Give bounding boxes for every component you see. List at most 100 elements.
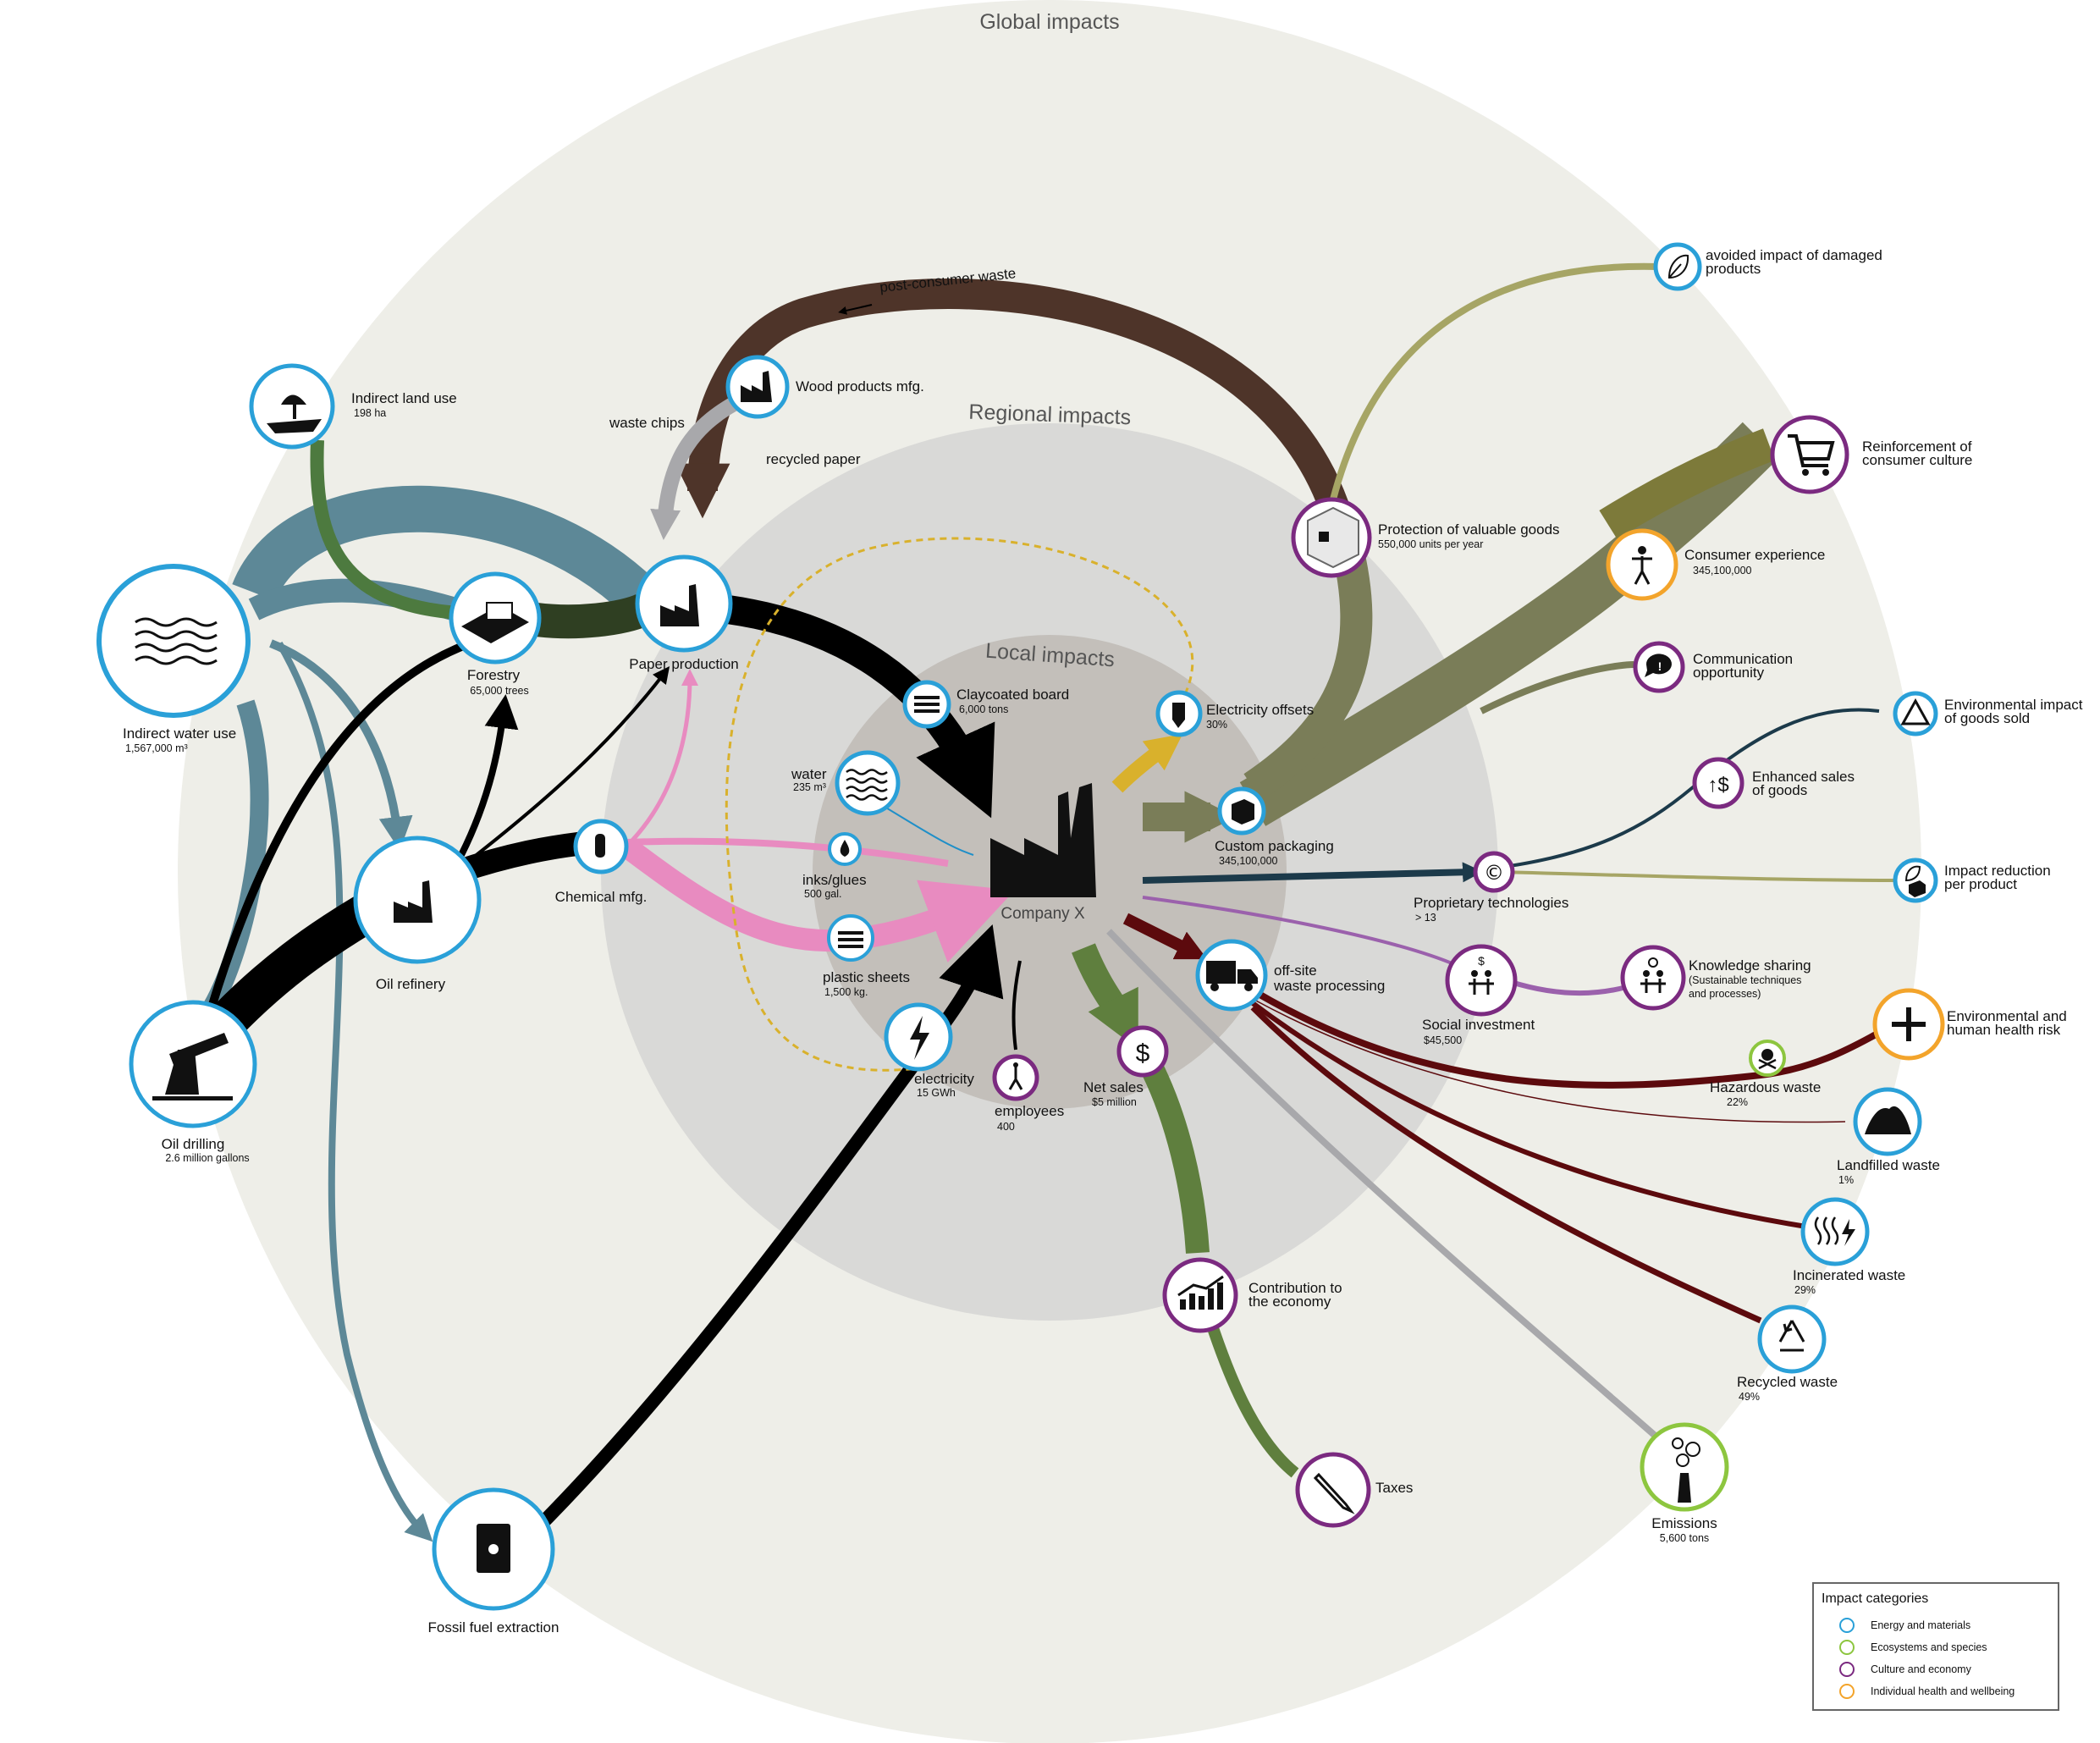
electricity-label: electricity: [914, 1071, 974, 1087]
leaf-icon: [1667, 254, 1689, 279]
flow-drilling-refinery: [201, 896, 375, 1047]
incinerated-waste-value: 29%: [1794, 1284, 1816, 1296]
flow-employees-company: [1011, 960, 1022, 1051]
node-emissions: Emissions 5,600 tons: [1640, 1422, 1729, 1544]
flow-chemical-inks: [626, 837, 949, 867]
plug-icon: [1172, 703, 1185, 728]
node-protection-goods: Protection of valuable goods 550,000 uni…: [1291, 497, 1560, 578]
impact-reduction-label-1: Impact reduction: [1944, 863, 2051, 879]
wood-products-label: Wood products mfg.: [796, 378, 924, 394]
flow-company-emissions: [1106, 929, 1662, 1442]
fossil-fuel-label: Fossil fuel extraction: [428, 1619, 559, 1635]
legend-item-label: Energy and materials: [1871, 1619, 1970, 1631]
svg-text:$: $: [1478, 954, 1485, 968]
node-custom-packaging: Custom packaging 345,100,000: [1215, 786, 1334, 867]
flow-company-proprietary: [1142, 862, 1483, 884]
communication-label-2: opportunity: [1693, 665, 1765, 681]
people-dollar-icon: $: [1469, 954, 1494, 995]
employees-value: 400: [997, 1121, 1015, 1133]
contribution-economy-label-1: Contribution to: [1248, 1280, 1342, 1296]
flask-icon: [595, 834, 605, 858]
recycled-waste-value: 49%: [1739, 1391, 1760, 1403]
impact-reduction-label-2: per product: [1944, 876, 2017, 892]
warning-triangle-icon: [1900, 698, 1931, 725]
flow-land-forestry: [310, 439, 475, 621]
legend-item: Culture and economy: [1839, 1662, 1972, 1677]
employees-label: employees: [995, 1103, 1064, 1119]
protection-goods-value: 550,000 units per year: [1378, 538, 1483, 550]
contribution-economy-label-2: the economy: [1248, 1293, 1331, 1310]
flow-offsite-incinerated: [1251, 1001, 1812, 1230]
env-health-risk-label-1: Environmental and: [1947, 1008, 2067, 1024]
truck-icon: [1206, 961, 1258, 984]
flow-refinery-forestry: [458, 694, 519, 857]
taxes-label: Taxes: [1375, 1480, 1413, 1496]
smokestack-icon: [1672, 1437, 1700, 1503]
env-impact-goods-label-1: Environmental impact: [1944, 697, 2083, 713]
legend-title: Impact categories: [1822, 1591, 1928, 1606]
electricity-offsets-label: Electricity offsets: [1206, 702, 1314, 718]
flow-company-offsite: [1122, 913, 1208, 960]
water-label: water: [791, 766, 827, 782]
leaf-box-icon: [1909, 880, 1926, 897]
consumer-experience-value: 345,100,000: [1693, 565, 1752, 576]
zone-label-regional: Regional impacts: [968, 400, 1132, 430]
flow-post-consumer: [675, 279, 1353, 521]
emissions-value: 5,600 tons: [1660, 1532, 1709, 1544]
flow-water-drilling: [203, 699, 269, 1012]
node-water: water 235 m³: [791, 750, 901, 816]
flow-water-fossil: [276, 641, 433, 1542]
lightning-icon: [910, 1016, 929, 1060]
node-incinerated-waste: Incinerated waste 29%: [1793, 1197, 1905, 1296]
land-icon: [267, 394, 322, 433]
sheet-stack-icon: [838, 931, 863, 948]
legend-item-label: Ecosystems and species: [1871, 1641, 1987, 1653]
avoided-impact-label-1: avoided impact of damaged: [1706, 247, 1882, 263]
social-investment-value: $45,500: [1424, 1034, 1462, 1046]
flow-drilling-forestry: [207, 639, 471, 1009]
heat-lightning-icon: [1814, 1216, 1855, 1246]
forestry-value: 65,000 trees: [470, 685, 529, 697]
factory-icon: [660, 584, 699, 626]
node-claycoated-board: Claycoated board 6,000 tons: [902, 680, 1069, 729]
legend-item: Individual health and wellbeing: [1839, 1684, 2015, 1699]
oil-pump-icon: [152, 1033, 233, 1100]
indirect-water-value: 1,567,000 m³: [125, 742, 188, 754]
speech-bubble-icon: [1645, 654, 1672, 677]
skull-icon: [1758, 1049, 1777, 1070]
hazardous-waste-value: 22%: [1727, 1096, 1748, 1108]
hazardous-waste-label: Hazardous waste: [1710, 1079, 1821, 1095]
box-icon: [1232, 799, 1254, 825]
consumer-experience-label: Consumer experience: [1684, 547, 1825, 563]
offsite-waste-label-1: off-site: [1274, 963, 1317, 979]
knowledge-sharing-value-1: (Sustainable techniques: [1689, 974, 1801, 986]
knowledge-sharing-value-2: and processes): [1689, 988, 1761, 1000]
plastic-sheets-label: plastic sheets: [823, 969, 910, 985]
offsite-waste-label-2: waste processing: [1273, 978, 1385, 994]
avoided-impact-label-2: products: [1706, 261, 1761, 277]
node-env-impact-goods: Environmental impact of goods sold: [1893, 691, 2083, 736]
legend-item: Energy and materials: [1839, 1618, 1970, 1633]
claycoated-board-value: 6,000 tons: [959, 703, 1008, 715]
indirect-land-use-label: Indirect land use: [351, 390, 457, 406]
person-icon: [1632, 546, 1652, 585]
net-sales-label: Net sales: [1083, 1079, 1144, 1095]
flow-packaging-communication: [1480, 661, 1634, 714]
paper-production-label: Paper production: [629, 656, 738, 672]
node-avoided-impact: avoided impact of damaged products: [1653, 242, 1882, 291]
custom-packaging-label: Custom packaging: [1215, 838, 1334, 854]
zone-label-global: Global impacts: [979, 10, 1119, 34]
chemical-mfg-label: Chemical mfg.: [555, 889, 648, 905]
flow-company-social: [1142, 896, 1457, 967]
bar-chart-up-icon: [1177, 1275, 1224, 1310]
emissions-label: Emissions: [1651, 1515, 1717, 1531]
node-plastic-sheets: plastic sheets 1,500 kg.: [823, 914, 910, 998]
env-health-risk-label-2: human health risk: [1947, 1022, 2061, 1038]
reinforcement-label-2: consumer culture: [1862, 452, 1972, 468]
pencil-icon: [1313, 1472, 1355, 1514]
flow-chemical-paper: [625, 669, 698, 848]
flow-refinery-paper: [464, 666, 670, 865]
plastic-sheets-value: 1,500 kg.: [824, 986, 868, 998]
post-consumer-arrow: [838, 304, 873, 315]
